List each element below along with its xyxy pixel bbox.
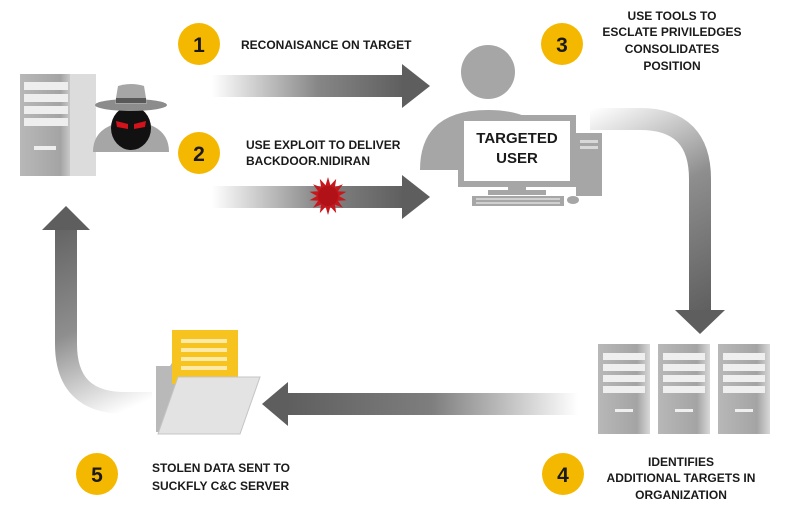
step-label-line: IDENTIFIES bbox=[648, 455, 714, 469]
badge-number: 1 bbox=[193, 34, 205, 57]
badge-number: 4 bbox=[557, 464, 569, 487]
arrow-recon bbox=[212, 64, 430, 108]
step-label-line: ADDITIONAL TARGETS IN bbox=[607, 471, 756, 485]
hat-spy-icon bbox=[93, 84, 169, 152]
targeted-user-label-line: TARGETED bbox=[476, 130, 558, 147]
step-label-line: STOLEN DATA SENT TO bbox=[152, 461, 290, 475]
step-label-1: RECONAISANCE ON TARGET bbox=[241, 38, 412, 52]
user-at-computer-icon bbox=[420, 45, 602, 206]
step-label-2: USE EXPLOIT TO DELIVER BACKDOOR.NIDIRAN bbox=[246, 138, 401, 168]
org-server-3 bbox=[718, 344, 770, 434]
step-label-line: ORGANIZATION bbox=[635, 488, 727, 502]
step-label-3: USE TOOLS TO ESCLATE PRIVILEDGES CONSOLI… bbox=[602, 9, 741, 73]
org-server-1 bbox=[598, 344, 650, 434]
arrow-exfil-up bbox=[42, 206, 152, 414]
step-badge-4: 4 bbox=[542, 453, 584, 495]
step-label-line: USE EXPLOIT TO DELIVER bbox=[246, 138, 401, 152]
step-label-line: BACKDOOR.NIDIRAN bbox=[246, 154, 370, 168]
attacker-server-icon bbox=[20, 74, 96, 176]
badge-number: 2 bbox=[193, 143, 205, 166]
badge-number: 3 bbox=[556, 34, 568, 57]
badge-number: 5 bbox=[91, 464, 103, 487]
arrow-data-return bbox=[262, 382, 578, 426]
org-servers-icon bbox=[598, 344, 770, 434]
step-label-line: SUCKFLY C&C SERVER bbox=[152, 479, 289, 493]
step-label-line: USE TOOLS TO bbox=[628, 9, 717, 23]
step-label-4: IDENTIFIES ADDITIONAL TARGETS IN ORGANIZ… bbox=[607, 455, 756, 502]
step-label-line: POSITION bbox=[643, 59, 700, 73]
step-label-5: STOLEN DATA SENT TO SUCKFLY C&C SERVER bbox=[152, 461, 290, 493]
arrow-exploit bbox=[212, 175, 430, 219]
arrow-escalate-down bbox=[590, 108, 725, 334]
badge-circle bbox=[178, 23, 220, 65]
step-label-line: RECONAISANCE ON TARGET bbox=[241, 38, 412, 52]
step-badge-1: 1 bbox=[178, 23, 220, 65]
exploit-burst-icon bbox=[309, 177, 347, 215]
badge-circle bbox=[178, 132, 220, 174]
badge-circle bbox=[76, 453, 118, 495]
step-badge-5: 5 bbox=[76, 453, 118, 495]
badge-circle bbox=[541, 23, 583, 65]
badge-circle bbox=[542, 453, 584, 495]
folder-document-icon bbox=[156, 330, 261, 435]
targeted-user-label: TARGETED USER bbox=[476, 130, 558, 167]
org-server-2 bbox=[658, 344, 710, 434]
step-label-line: ESCLATE PRIVILEDGES bbox=[602, 25, 741, 39]
step-badge-3: 3 bbox=[541, 23, 583, 65]
step-badge-2: 2 bbox=[178, 132, 220, 174]
targeted-user-label-line: USER bbox=[496, 150, 538, 167]
step-label-line: CONSOLIDATES bbox=[625, 42, 719, 56]
